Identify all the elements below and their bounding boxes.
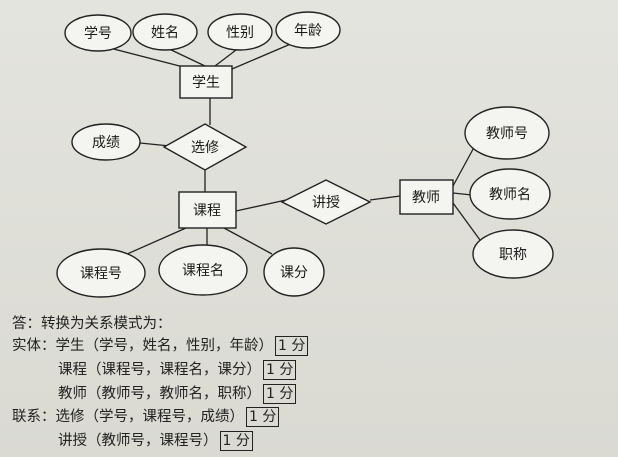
rel-teach: 讲授 — [312, 195, 340, 211]
attr-course-id: 课程号 — [80, 266, 122, 282]
attr-student-id: 学号 — [84, 26, 112, 42]
answer-relation-row-2: 讲授（教师号，课程号）1 分 — [58, 430, 253, 452]
attr-teacher-name-ellipse — [469, 168, 551, 220]
attr-teacher-name: 教师名 — [489, 187, 531, 203]
attr-gender-ellipse — [207, 13, 273, 51]
answer-heading: 答：转换为关系模式为： — [12, 316, 172, 332]
attr-credit-ellipse — [263, 247, 325, 297]
rel-enroll-diamond — [162, 123, 248, 171]
attr-age-ellipse — [275, 11, 341, 49]
entity-schema-text: 教师（教师号，教师名，职称） — [58, 386, 261, 402]
er-diagram: 学号 姓名 性别 年龄 成绩 教师号 教师名 职称 课程号 课程名 课分 学生 … — [56, 11, 554, 298]
attr-course-name-ellipse — [158, 244, 248, 296]
entity-teacher-box — [399, 179, 454, 215]
score-box: 1 分 — [275, 336, 309, 356]
er-connector-lines — [97, 39, 481, 259]
answer-relation-row-1: 联系：选修（学号，课程号，成绩）1 分 — [12, 406, 280, 428]
entity-student: 学生 — [192, 75, 220, 91]
relation-schema-text: 讲授（教师号，课程号） — [58, 433, 218, 449]
attr-teacher-id-ellipse — [464, 106, 550, 160]
answer-entity-row-1: 实体：学生（学号，姓名，性别，年龄）1 分 — [12, 335, 309, 357]
answer-entity-row-3: 教师（教师号，教师名，职称）1 分 — [58, 383, 297, 405]
entity-schema-text: 课程（课程号，课程名，课分） — [58, 362, 261, 378]
entity-course: 课程 — [193, 203, 221, 219]
entity-course-box — [178, 191, 237, 229]
attr-title: 职称 — [499, 247, 527, 263]
relation-schema-text: 选修（学号，课程号，成绩） — [55, 409, 245, 425]
attr-grade-ellipse — [71, 123, 141, 161]
attr-student-id-ellipse — [64, 14, 132, 52]
attr-credit: 课分 — [280, 265, 308, 281]
attr-course-name: 课程名 — [182, 263, 224, 279]
rel-enroll: 选修 — [191, 140, 219, 156]
answer-entity-row-2: 课程（课程号，课程名，课分）1 分 — [58, 359, 297, 381]
relation-label: 联系： — [12, 409, 56, 425]
attr-grade: 成绩 — [92, 135, 120, 151]
score-box: 1 分 — [246, 407, 280, 427]
attr-name-ellipse — [132, 13, 198, 51]
score-box: 1 分 — [219, 431, 253, 451]
rel-teach-diamond — [280, 179, 372, 225]
entity-schema-text: 学生（学号，姓名，性别，年龄） — [55, 338, 274, 354]
entity-student-box — [179, 65, 233, 99]
attr-title-ellipse — [472, 229, 554, 279]
entity-label: 实体： — [12, 338, 56, 354]
attr-course-id-ellipse — [56, 248, 146, 298]
entity-teacher: 教师 — [412, 190, 440, 206]
attr-teacher-id: 教师号 — [486, 126, 528, 142]
attr-age: 年龄 — [294, 23, 322, 39]
attr-gender: 性别 — [226, 25, 254, 41]
attr-name: 姓名 — [151, 25, 179, 41]
score-box: 1 分 — [263, 360, 297, 380]
score-box: 1 分 — [263, 384, 297, 404]
